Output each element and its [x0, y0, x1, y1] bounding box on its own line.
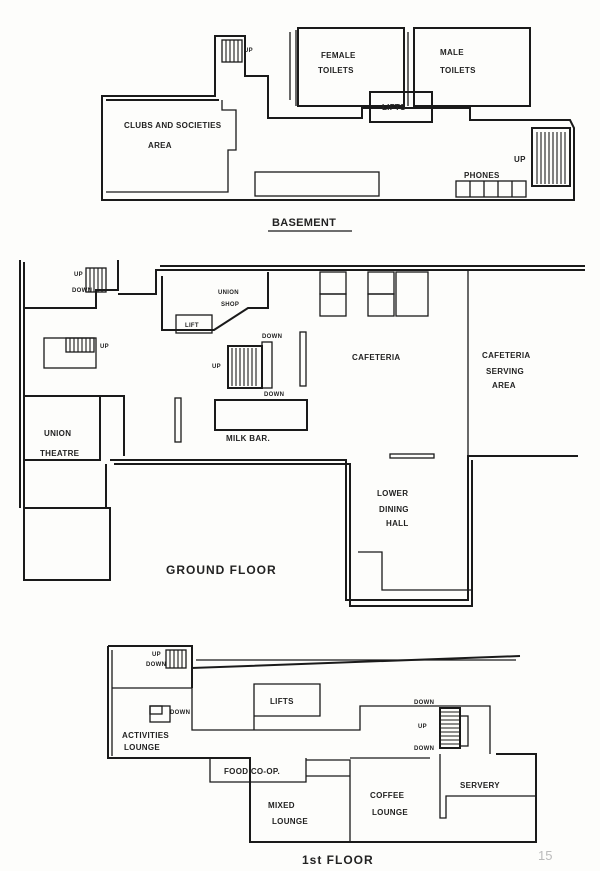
basement-clubs-label-2: AREA — [148, 141, 172, 150]
ground-down-top-label: DOWN — [72, 288, 92, 294]
first-down-right-bottom-label: DOWN — [414, 746, 434, 752]
serving-area-label-2: SERVING — [486, 367, 524, 376]
coffee-lounge-label-1: COFFEE — [370, 791, 405, 800]
union-shop-label-2: SHOP — [221, 302, 239, 308]
lower-dining-label-3: HALL — [386, 519, 409, 528]
basement-lifts-label: LIFTS — [382, 103, 406, 112]
first-down-right-top-label: DOWN — [414, 700, 434, 706]
mixed-lounge-label-2: LOUNGE — [272, 817, 308, 826]
ground-floor-title: GROUND FLOOR — [166, 563, 277, 577]
basement-female-toilets-label-2: TOILETS — [318, 66, 354, 75]
page-number: 15 — [538, 848, 552, 863]
food-coop-label: FOOD CO-OP. — [224, 767, 280, 776]
basement-male-toilets-label-2: TOILETS — [440, 66, 476, 75]
serving-area-label-1: CAFETERIA — [482, 351, 530, 360]
union-theatre-label-1: UNION — [44, 429, 71, 438]
union-theatre-label-2: THEATRE — [40, 449, 80, 458]
lower-dining-label-1: LOWER — [377, 489, 408, 498]
basement-female-toilets-label-1: FEMALE — [321, 51, 356, 60]
basement-right-stairs — [531, 127, 571, 187]
basement-clubs-label-1: CLUBS AND SOCIETIES — [124, 121, 222, 130]
ground-up-top-label: UP — [74, 272, 83, 278]
first-down-small-label: DOWN — [170, 710, 190, 716]
first-floor-plan: UP DOWN DOWN LIFTS ACTIVITIES LOUNGE FOO… — [107, 645, 537, 867]
milk-bar-counter — [214, 399, 308, 431]
cafeteria-label: CAFETERIA — [352, 353, 400, 362]
mixed-lounge-label-1: MIXED — [268, 801, 295, 810]
first-lifts-label: LIFTS — [270, 697, 294, 706]
first-down-top-label: DOWN — [146, 662, 166, 668]
ground-up-left-label: UP — [100, 344, 109, 350]
union-shop-label-1: UNION — [218, 290, 239, 296]
activities-lounge-label-2: LOUNGE — [124, 743, 160, 752]
ground-floor-plan: UP DOWN UNION SHOP LIFT DOWN UP DOWN UP … — [19, 260, 585, 607]
ground-lift-label: LIFT — [185, 323, 199, 329]
first-up-right-label: UP — [418, 724, 427, 730]
serving-area-label-3: AREA — [492, 381, 516, 390]
basement-up-right-label: UP — [514, 155, 526, 164]
first-up-top-label: UP — [152, 652, 161, 658]
lower-dining-label-2: DINING — [379, 505, 409, 514]
first-floor-title: 1st FLOOR — [302, 853, 374, 867]
coffee-lounge-label-2: LOUNGE — [372, 808, 408, 817]
basement-left-stairs — [221, 39, 243, 63]
basement-plan: FEMALE TOILETS MALE TOILETS LIFTS CLUBS … — [101, 27, 575, 232]
basement-male-toilets-label-1: MALE — [440, 48, 464, 57]
basement-lifts-box — [369, 91, 433, 123]
ground-down-mid-top-label: DOWN — [262, 334, 282, 340]
ground-down-mid-bottom-label: DOWN — [264, 392, 284, 398]
ground-up-mid-label: UP — [212, 364, 221, 370]
ground-central-stairs — [227, 345, 263, 389]
basement-up-left-label: UP — [244, 48, 253, 54]
servery-label: SERVERY — [460, 781, 500, 790]
activities-lounge-label-1: ACTIVITIES — [122, 731, 169, 740]
basement-phones-label: PHONES — [464, 171, 500, 180]
milk-bar-label: MILK BAR. — [226, 434, 270, 443]
basement-title: BASEMENT — [272, 217, 336, 229]
